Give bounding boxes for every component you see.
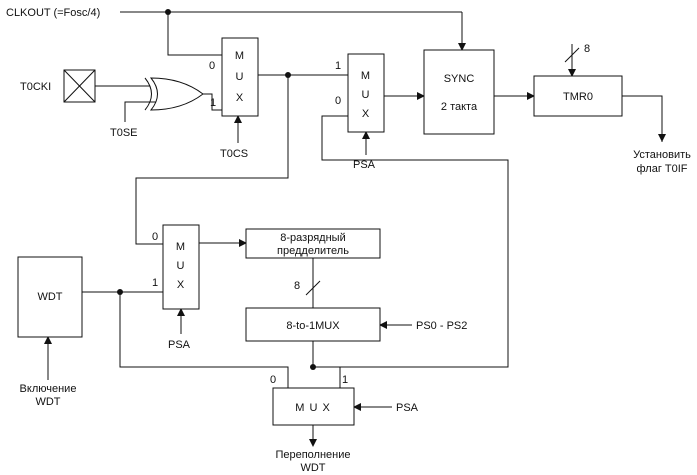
mux-psa-left-input-1: 1 [152,277,158,289]
prescaler-label-1: 8-разрядный [280,232,345,244]
mux-t0cs: M U X [221,37,259,117]
mux-t0cs-input-1: 1 [210,97,216,109]
wdt-label: WDT [37,291,62,303]
mux1-to-mux3 [135,75,289,245]
xor-to-mux1 [203,93,222,111]
mux-output-label: M U X [295,402,331,414]
t0cki-pin [63,69,96,103]
ps-label: PS0 - PS2 [416,320,467,332]
psa-left-label: PSA [168,339,191,351]
prescaler-label-2: предделитель [277,245,349,257]
tmr0-bus-slash [564,47,580,63]
mux-input-numbers: 0 1 1 0 0 1 0 1 [152,60,348,386]
prescaler-block: 8-разрядный предделитель [245,228,381,259]
wires [44,9,666,447]
mux8-label: 8-to-1MUX [286,320,340,332]
mux-psa-top-label-m: M [361,70,371,82]
mux-t0cs-label-m: M [235,50,245,62]
mux2-in0-wire [313,115,509,368]
mux-psa-left-label-u: U [177,260,186,272]
mux-psa-left-label-x: X [177,279,185,291]
mux-psa-top-label-x: X [362,108,370,120]
clkout-label: CLKOUT (=Fosc/4) [6,7,100,19]
tmr0-bus-width-label: 8 [584,43,590,55]
wdt-enable-label-2: WDT [35,396,60,408]
tmr0-to-flag [622,95,663,142]
t0cki-label: T0CKI [20,81,51,93]
mux8-block: 8-to-1MUX [245,307,381,342]
set-flag-label-2: флаг T0IF [636,163,687,175]
set-flag-label-1: Установить [633,149,691,161]
wdt-block: WDT [17,256,83,338]
tmr0-flag-arrowhead [658,134,666,142]
mux-output-input-0: 0 [270,374,276,386]
mux-psa-top-input-1: 1 [335,60,341,72]
wdt-overflow-label-2: WDT [300,462,325,474]
clkout-to-mux1 [167,12,222,56]
mux-psa-left: M U X [162,224,200,310]
mux-psa-top-input-0: 0 [335,95,341,107]
sync-label: SYNC [444,73,475,85]
wdt-overflow-label-1: Переполнение [275,449,350,461]
sync-block: SYNC 2 такта [423,49,495,135]
wdt-enable-label-1: Включение [20,383,77,395]
mux-psa-left-input-0: 0 [152,231,158,243]
psa-top-label: PSA [353,159,376,171]
mux-psa-top: M U X [347,53,385,133]
xor-gate [144,77,204,111]
t0se-wire [124,101,157,122]
mux-t0cs-input-0: 0 [209,60,215,72]
tmr0-label: TMR0 [563,91,593,103]
prescaler-bus-width-label: 8 [294,280,300,292]
tmr0-block: TMR0 [533,75,623,117]
mux-t0cs-label-x: X [236,92,244,104]
wdt-to-mux4 [119,292,289,388]
mux-psa-top-label-u: U [362,89,371,101]
mux-t0cs-label-u: U [236,71,245,83]
t0cs-label: T0CS [220,148,248,160]
psa-bottom-label: PSA [396,402,419,414]
mux-output-input-1: 1 [342,374,348,386]
clkout-junction [165,9,171,15]
signal-labels: CLKOUT (=Fosc/4) T0CKI T0SE T0CS PSA PSA… [6,7,691,474]
mux-output: M U X [272,387,355,426]
mux-psa-left-label-m: M [176,241,186,253]
t0se-label: T0SE [110,127,138,139]
prescaler-bus-slash [305,280,321,296]
sync-cycles-label: 2 такта [441,101,478,113]
